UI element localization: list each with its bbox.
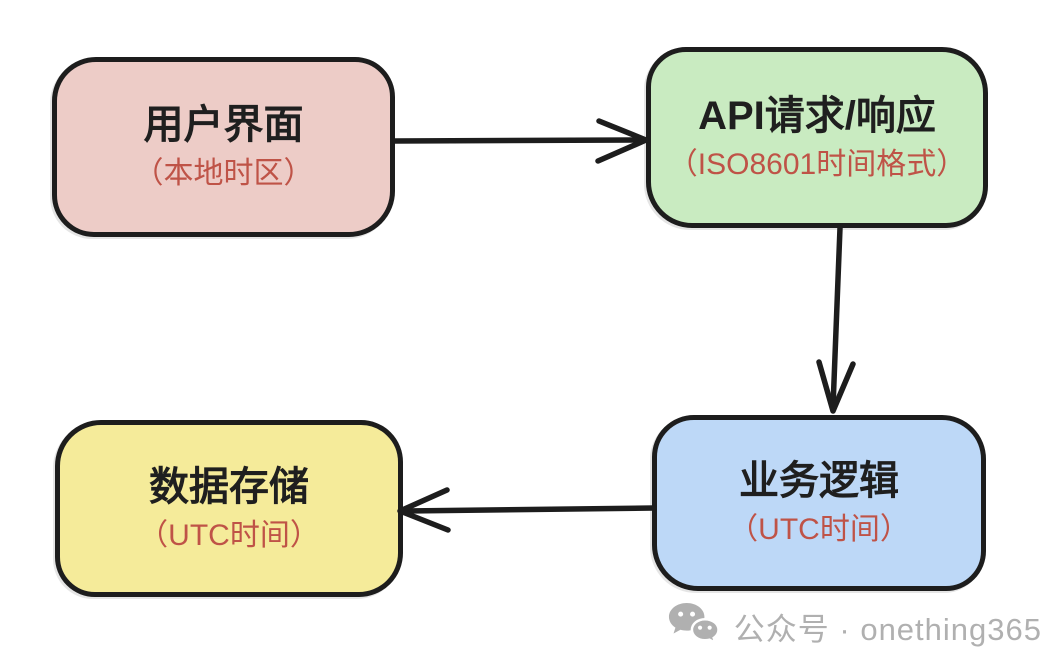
- arrow-business-logic-to-data-storage: [397, 487, 657, 533]
- node-user-interface: 用户界面 （本地时区）: [52, 57, 395, 237]
- node-subtitle: （ISO8601时间格式）: [667, 147, 967, 181]
- watermark: 公众号 · onething365: [666, 602, 1042, 650]
- wechat-icon: [666, 602, 722, 650]
- arrow-user-interface-to-api: [392, 118, 649, 164]
- node-subtitle: （UTC时间）: [138, 518, 320, 552]
- node-api-request-response: API请求/响应 （ISO8601时间格式）: [646, 47, 988, 228]
- node-subtitle: （本地时区）: [133, 157, 314, 190]
- watermark-text: 公众号 · onething365: [733, 611, 1042, 647]
- node-business-logic: 业务逻辑 （UTC时间）: [652, 415, 986, 591]
- node-title: 用户界面: [143, 103, 304, 147]
- node-title: 数据存储: [149, 464, 309, 509]
- node-subtitle: （UTC时间）: [728, 513, 910, 546]
- node-data-storage: 数据存储 （UTC时间）: [55, 420, 403, 597]
- arrow-api-to-business-logic: [816, 225, 856, 414]
- node-title: 业务逻辑: [739, 459, 899, 503]
- node-title: API请求/响应: [698, 93, 936, 138]
